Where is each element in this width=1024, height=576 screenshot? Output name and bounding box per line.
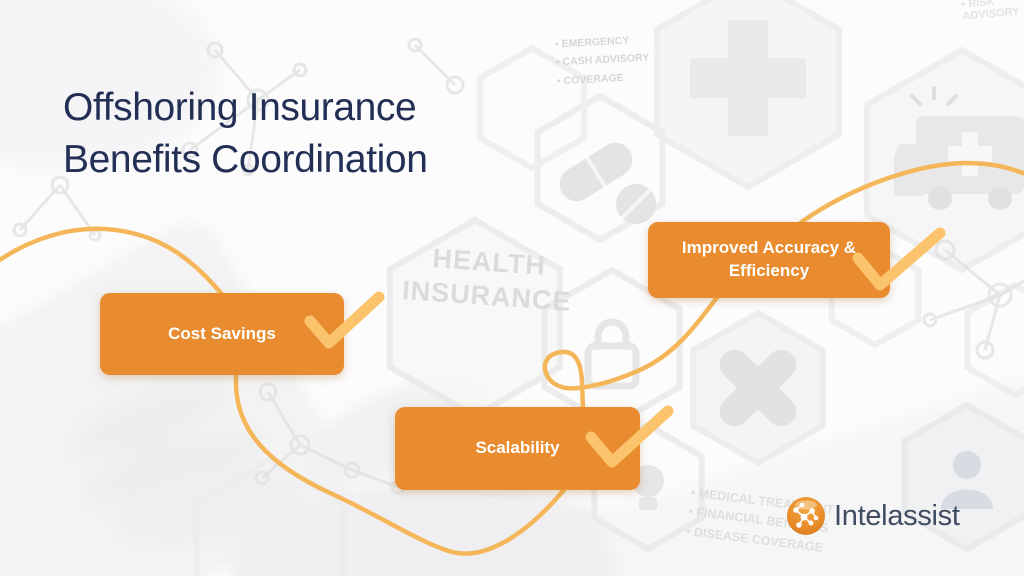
molecule-doodles [12,37,1024,495]
checkmark-icon [304,291,385,349]
pills-icon [559,142,656,224]
benefit-label: Improved Accuracy & Efficiency [681,238,857,280]
benefit-label: Cost Savings [168,323,276,343]
watermark-health-insurance: HEALTH INSURANCE [396,240,580,320]
intelassist-logo-icon [787,497,825,535]
watermark-services-top: • EMERGENCY • CASH ADVISORY • COVERAGE [555,31,651,91]
medical-cross-icon [690,20,806,136]
slide-title-line2: Benefits Coordination [63,138,428,181]
bandages-icon [719,349,797,427]
benefit-box-cost-savings: Cost Savings [100,293,344,375]
benefit-label: Scalability [475,438,560,458]
checkmark-icon [585,405,674,468]
person-icon [941,451,993,509]
benefit-box-scalability: Scalability [395,407,640,490]
intelassist-logo-text: Intelassist [834,499,960,532]
intelassist-logo: Intelassist [786,496,960,536]
checkmark-icon [852,227,946,291]
slide-title: Offshoring Insurance Benefits Coordinati… [63,82,428,186]
padlock-icon [584,318,640,390]
lightbulb-icon [632,465,664,510]
slide-title-line1: Offshoring Insurance [63,86,417,129]
benefit-box-improved-accuracy-efficiency: Improved Accuracy & Efficiency [648,222,890,298]
